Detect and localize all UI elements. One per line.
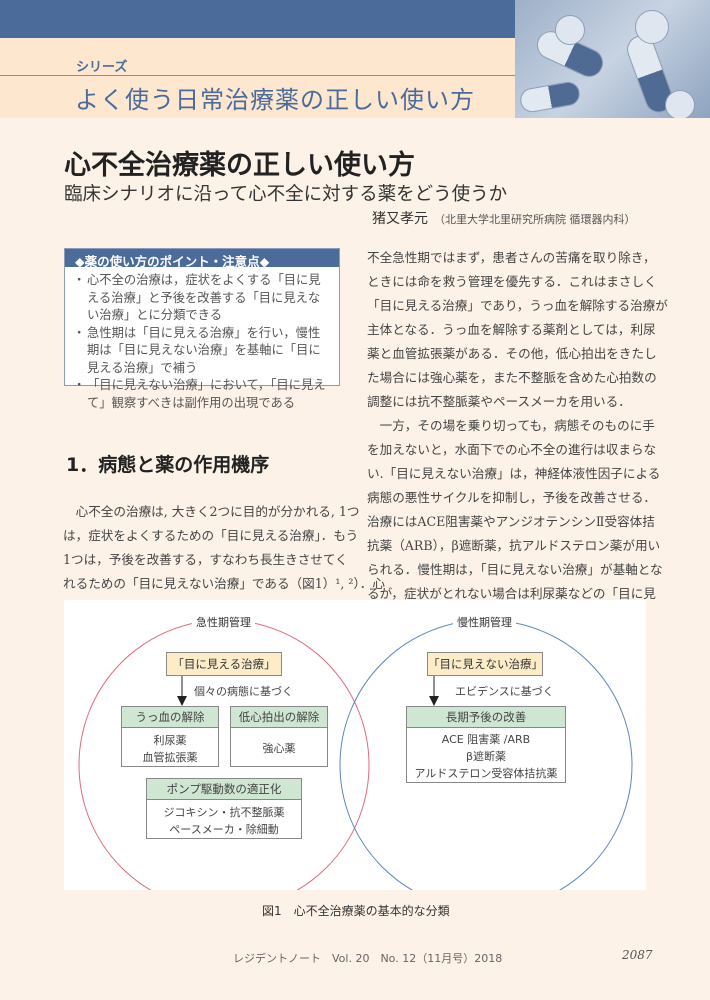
- page-number: 2087: [622, 948, 653, 962]
- key-points-heading: ◆薬の使い方のポイント・注意点◆: [65, 249, 339, 269]
- chronic-label: 慢性期管理: [453, 614, 516, 630]
- figure-1: 急性期管理 慢性期管理 「目に見える治療」 「目に見えない治療」 個々の病態に基…: [64, 600, 646, 890]
- drug: ペースメーカ・除細動: [169, 823, 279, 836]
- acute-label: 急性期管理: [192, 614, 255, 630]
- text-line: 1つは，予後を改善する，すなわち長生きさせてく: [63, 552, 348, 567]
- drug: 血管拡張薬: [142, 751, 198, 764]
- author-name: 猪又孝元: [372, 211, 428, 227]
- text-line: 一方，その場を乗り切っても，病態そのものに手: [367, 418, 655, 433]
- divider: [0, 75, 515, 76]
- text-line: 治療にはACE阻害薬やアンジオテンシンⅡ受容体拮: [367, 514, 655, 529]
- box-title: 低心拍出の解除: [231, 707, 327, 728]
- congestion-box: うっ血の解除 利尿薬血管拡張薬: [121, 706, 219, 767]
- journal-footer: レジデントノート Vol. 20 No. 12（11月号）2018: [233, 952, 503, 965]
- text-line: 抗薬（ARB），β遮断薬，抗アルドステロン薬が用い: [367, 538, 661, 553]
- text-line: を加えないと，水面下での心不全の進行は収まらな: [367, 442, 657, 457]
- text-line: 薬と血管拡張薬がある．その他，低心拍出をきたし: [367, 346, 657, 361]
- key-points-box: ◆薬の使い方のポイント・注意点◆ 心不全の治療は，症状をよくする「目に見える治療…: [64, 248, 340, 410]
- text-line: 「目に見える治療」であり，うっ血を解除する治療が: [367, 298, 668, 313]
- visible-treatment-box: 「目に見える治療」: [166, 652, 282, 676]
- key-point: 心不全の治療は，症状をよくする「目に見える治療」と予後を改善する「目に見えない治…: [73, 272, 331, 325]
- pills-photo: [515, 0, 710, 118]
- drug: 強心薬: [262, 742, 296, 755]
- chronic-note: エビデンスに基づく: [455, 685, 554, 698]
- left-column-text: 心不全の治療は, 大きく2つに目的が分かれる, 1つ は，症状をよくするための「…: [63, 500, 385, 596]
- invisible-treatment-box: 「目に見えない治療」: [427, 652, 543, 676]
- acute-note: 個々の病態に基づく: [194, 685, 293, 698]
- text-line: 病態の悪性サイクルを抑制し，予後を改善させる．: [367, 490, 657, 505]
- article-title: 心不全治療薬の正しい使い方: [64, 150, 415, 181]
- box-title: うっ血の解除: [122, 707, 218, 728]
- drug: ACE 阻害薬 /ARB: [441, 733, 531, 746]
- arrow-head-icon: [429, 696, 439, 706]
- pump-rate-box: ポンプ駆動数の適正化 ジコキシン・抗不整脈薬ペースメーカ・除細動: [146, 778, 302, 839]
- low-output-box: 低心拍出の解除 強心薬: [230, 706, 328, 767]
- header-band: [0, 0, 515, 38]
- drug: アルドステロン受容体拮抗薬: [414, 767, 558, 780]
- arrow-head-icon: [177, 696, 187, 706]
- figure-caption: 図1 心不全治療薬の基本的な分類: [262, 904, 450, 918]
- text-line: た場合には強心薬を，また不整脈を含めた心拍数の: [367, 370, 657, 385]
- box-title: ポンプ駆動数の適正化: [147, 779, 301, 800]
- key-point: 「目に見えない治療」において，「目に見えて」観察すべきは副作用の出現である: [73, 377, 331, 412]
- text-line: い.「目に見えない治療」は，神経体液性因子による: [367, 466, 661, 481]
- box-title: 長期予後の改善: [407, 707, 565, 728]
- text-line: 調整には抗不整脈薬やペースメーカを用いる．: [367, 394, 631, 409]
- drug: 利尿薬: [153, 734, 187, 747]
- drug: ジコキシン・抗不整脈薬: [163, 806, 285, 819]
- series-band: [0, 38, 515, 118]
- text-line: るが，症状がとれない場合は利尿薬などの「目に見: [367, 586, 656, 601]
- text-line: られる．慢性期は，「目に見えない治療」が基軸とな: [367, 562, 663, 577]
- author-affiliation: （北里大学北里研究所病院 循環器内科）: [434, 213, 636, 226]
- section-heading: 1．病態と薬の作用機序: [66, 454, 270, 476]
- series-label: シリーズ: [76, 60, 128, 75]
- text-line: は，症状をよくするための「目に見える治療」．もう: [63, 528, 359, 543]
- text-line: 不全急性期ではまず，患者さんの苦痛を取り除き，: [367, 250, 656, 265]
- text-line: ときには命を救う管理を優先する．これはまさしく: [367, 274, 657, 289]
- article-subtitle: 臨床シナリオに沿って心不全に対する薬をどう使うか: [64, 184, 508, 205]
- author: 猪又孝元 （北里大学北里研究所病院 循環器内科）: [372, 208, 636, 228]
- series-title: よく使う日常治療薬の正しい使い方: [75, 86, 475, 114]
- key-point: 急性期は「目に見える治療」を行い，慢性期は「目に見えない治療」を基軸に「目に見え…: [73, 325, 331, 378]
- text-line: 心不全の治療は, 大きく2つに目的が分かれる, 1つ: [63, 504, 360, 519]
- text-line: 主体となる．うっ血を解除する薬剤としては，利尿: [367, 322, 656, 337]
- prognosis-box: 長期予後の改善 ACE 阻害薬 /ARB β遮断薬アルドステロン受容体拮抗薬: [406, 706, 566, 783]
- drug: β遮断薬: [465, 750, 507, 763]
- right-column-text: 不全急性期ではまず，患者さんの苦痛を取り除き， ときには命を救う管理を優先する．こ…: [367, 246, 668, 606]
- text-line: れるための「目に見えない治療」である（図1）¹, ²）．心: [63, 576, 385, 591]
